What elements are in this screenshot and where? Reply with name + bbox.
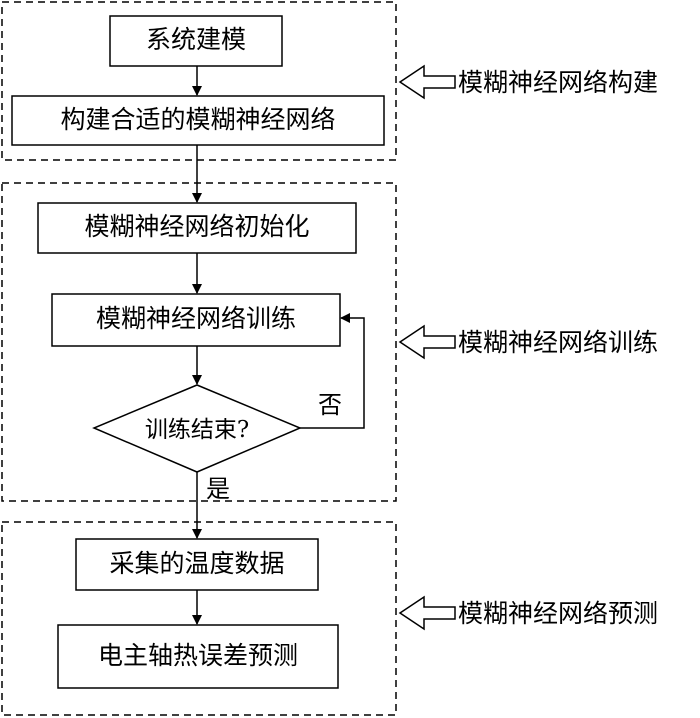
predict-error-label: 电主轴热误差预测 xyxy=(98,641,298,670)
train-network-box xyxy=(51,293,341,347)
system-modeling-box xyxy=(109,15,283,67)
hollow-arrow-construct-icon xyxy=(398,64,456,100)
collect-data-label: 采集的温度数据 xyxy=(109,549,284,578)
build-network-label: 构建合适的模糊神经网络 xyxy=(60,105,335,134)
stage-predict-group xyxy=(1,521,397,716)
stage-train-label: 模糊神经网络训练 xyxy=(458,328,658,357)
train-network-label: 模糊神经网络训练 xyxy=(96,304,296,333)
arrow-decision-no-loop xyxy=(300,313,365,429)
init-network-box xyxy=(37,202,357,254)
system-modeling-label: 系统建模 xyxy=(146,25,246,54)
branch-yes-label: 是 xyxy=(206,475,230,503)
stage-construct-label: 模糊神经网络构建 xyxy=(458,68,658,97)
collect-data-box xyxy=(75,538,319,591)
decision-label: 训练结束? xyxy=(145,417,249,443)
predict-error-box xyxy=(57,624,339,689)
init-network-label: 模糊神经网络初始化 xyxy=(84,212,309,241)
hollow-arrow-train-icon xyxy=(398,324,456,360)
stage-construct-group xyxy=(1,1,397,161)
build-network-box xyxy=(11,95,385,146)
stage-predict-label: 模糊神经网络预测 xyxy=(458,599,658,628)
hollow-arrow-predict-icon xyxy=(398,595,456,631)
branch-no-label: 否 xyxy=(318,391,342,419)
stage-train-group xyxy=(1,182,397,502)
